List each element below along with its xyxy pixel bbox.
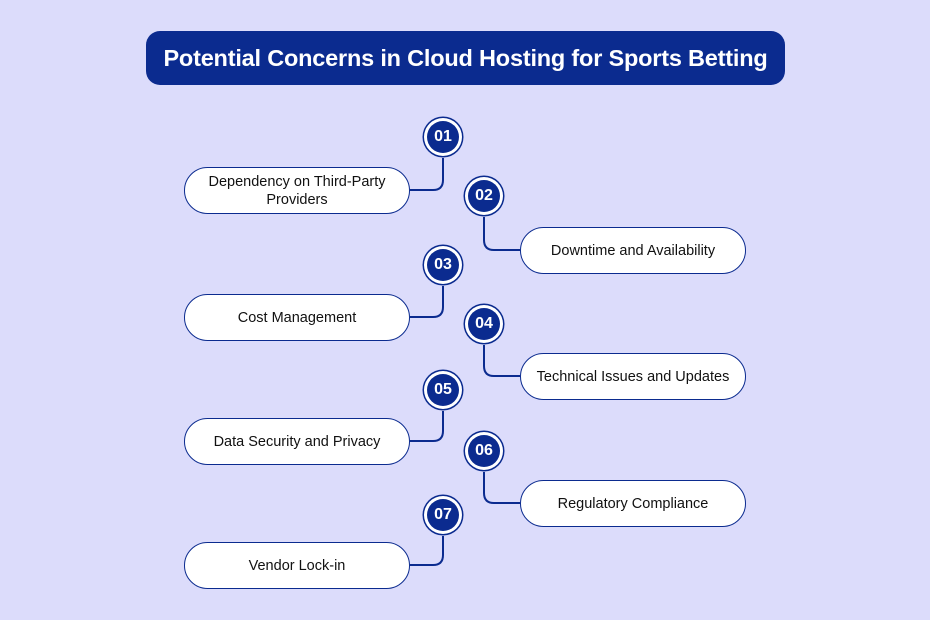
step-label-01: Dependency on Third-Party Providers	[184, 167, 410, 214]
connector-01	[410, 158, 444, 191]
step-badge-03: 03	[427, 249, 459, 281]
step-label-06: Regulatory Compliance	[520, 480, 746, 527]
connector-06	[483, 472, 520, 504]
connector-05	[410, 411, 444, 442]
step-badge-05: 05	[427, 374, 459, 406]
step-label-02: Downtime and Availability	[520, 227, 746, 274]
step-label-04: Technical Issues and Updates	[520, 353, 746, 400]
step-badge-01: 01	[427, 121, 459, 153]
connector-04	[483, 345, 520, 377]
step-label-03: Cost Management	[184, 294, 410, 341]
diagram-title: Potential Concerns in Cloud Hosting for …	[146, 31, 785, 85]
step-label-05: Data Security and Privacy	[184, 418, 410, 465]
connector-07	[410, 536, 444, 566]
connector-03	[410, 286, 444, 318]
step-badge-04: 04	[468, 308, 500, 340]
step-badge-07: 07	[427, 499, 459, 531]
connector-02	[483, 217, 520, 251]
step-label-07: Vendor Lock-in	[184, 542, 410, 589]
step-badge-06: 06	[468, 435, 500, 467]
step-badge-02: 02	[468, 180, 500, 212]
